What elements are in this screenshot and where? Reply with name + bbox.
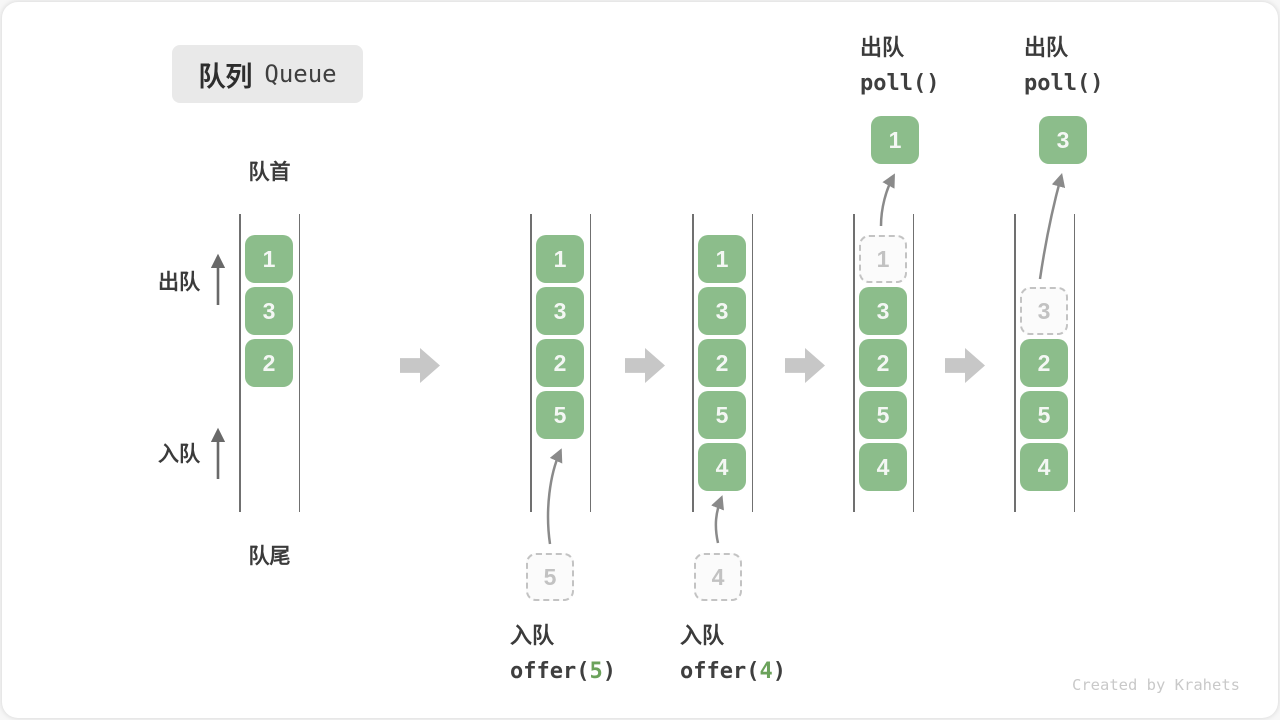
queue-element: 1 (698, 235, 746, 283)
code-text: ) (772, 659, 786, 684)
leaving-element-ghost: 3 (1020, 287, 1068, 335)
watermark: Created by Krahets (1072, 676, 1240, 694)
step-arrow-icon (785, 347, 825, 384)
queue-state-5: 3 2 5 4 3 (1014, 116, 1087, 512)
queue-element: 5 (536, 391, 584, 439)
queue-wall-left (853, 214, 855, 512)
dequeued-element: 1 (871, 116, 919, 164)
queue-element: 5 (1020, 391, 1068, 439)
queue-element: 2 (536, 339, 584, 387)
operation-action-label: 入队 (510, 623, 555, 648)
queue-wall-right (751, 214, 753, 512)
operation-code-label: poll() (1024, 71, 1104, 96)
step-arrow-icon (945, 347, 985, 384)
queue-element: 4 (859, 443, 907, 491)
queue-state-4: 1 3 2 5 4 1 (853, 116, 919, 512)
queue-element: 3 (698, 287, 746, 335)
code-text: offer( (680, 659, 760, 684)
label-queue-front: 队首 (248, 161, 291, 184)
queue-wall-left (692, 214, 694, 512)
queue-element: 5 (698, 391, 746, 439)
queue-element: 2 (1020, 339, 1068, 387)
operation-code-label: offer(5) (510, 659, 616, 684)
operation-action-label: 入队 (680, 623, 725, 648)
operation-enqueue-5: 入队 offer(5) (510, 618, 616, 684)
queue-element: 3 (245, 287, 293, 335)
queue-element: 4 (698, 443, 746, 491)
diagram-title: 队列 Queue (172, 45, 363, 103)
queue-element: 3 (859, 287, 907, 335)
queue-state-2: 1 3 2 5 5 (526, 214, 591, 601)
operation-code-label: poll() (860, 71, 940, 96)
queue-element: 1 (245, 235, 293, 283)
incoming-element-ghost: 5 (526, 553, 574, 601)
leaving-element-ghost: 1 (859, 235, 907, 283)
dequeued-element: 3 (1039, 116, 1087, 164)
queue-element: 2 (698, 339, 746, 387)
step-arrow-icon (625, 347, 665, 384)
code-arg: 5 (589, 659, 603, 684)
code-text: ) (602, 659, 616, 684)
queue-wall-left (1014, 214, 1016, 512)
queue-element: 4 (1020, 443, 1068, 491)
label-dequeue-direction: 出队 (158, 271, 200, 294)
title-english: Queue (264, 60, 337, 88)
operation-dequeue-2: 出队 poll() (1024, 30, 1103, 96)
queue-wall-right (298, 214, 300, 512)
label-queue-rear: 队尾 (248, 545, 291, 568)
queue-wall-right (1073, 214, 1075, 512)
queue-element: 2 (245, 339, 293, 387)
operation-code-label: offer(4) (680, 659, 786, 684)
queue-element: 1 (536, 235, 584, 283)
label-enqueue-direction: 入队 (158, 443, 200, 466)
queue-element: 3 (536, 287, 584, 335)
queue-state-3: 1 3 2 5 4 4 (692, 214, 753, 601)
operation-action-label: 出队 (860, 35, 905, 60)
step-arrow-icon (400, 347, 440, 384)
operation-dequeue-1: 出队 poll() (860, 30, 939, 96)
queue-wall-right (912, 214, 914, 512)
queue-element: 2 (859, 339, 907, 387)
queue-element: 5 (859, 391, 907, 439)
queue-wall-left (530, 214, 532, 512)
operation-enqueue-4: 入队 offer(4) (680, 618, 786, 684)
title-chinese: 队列 (198, 61, 253, 92)
operation-action-label: 出队 (1024, 35, 1069, 60)
queue-state-1: 1 3 2 (239, 214, 300, 512)
queue-wall-right (589, 214, 591, 512)
code-text: offer( (510, 659, 590, 684)
incoming-element-ghost: 4 (694, 553, 742, 601)
queue-wall-left (239, 214, 241, 512)
code-arg: 4 (759, 659, 773, 684)
